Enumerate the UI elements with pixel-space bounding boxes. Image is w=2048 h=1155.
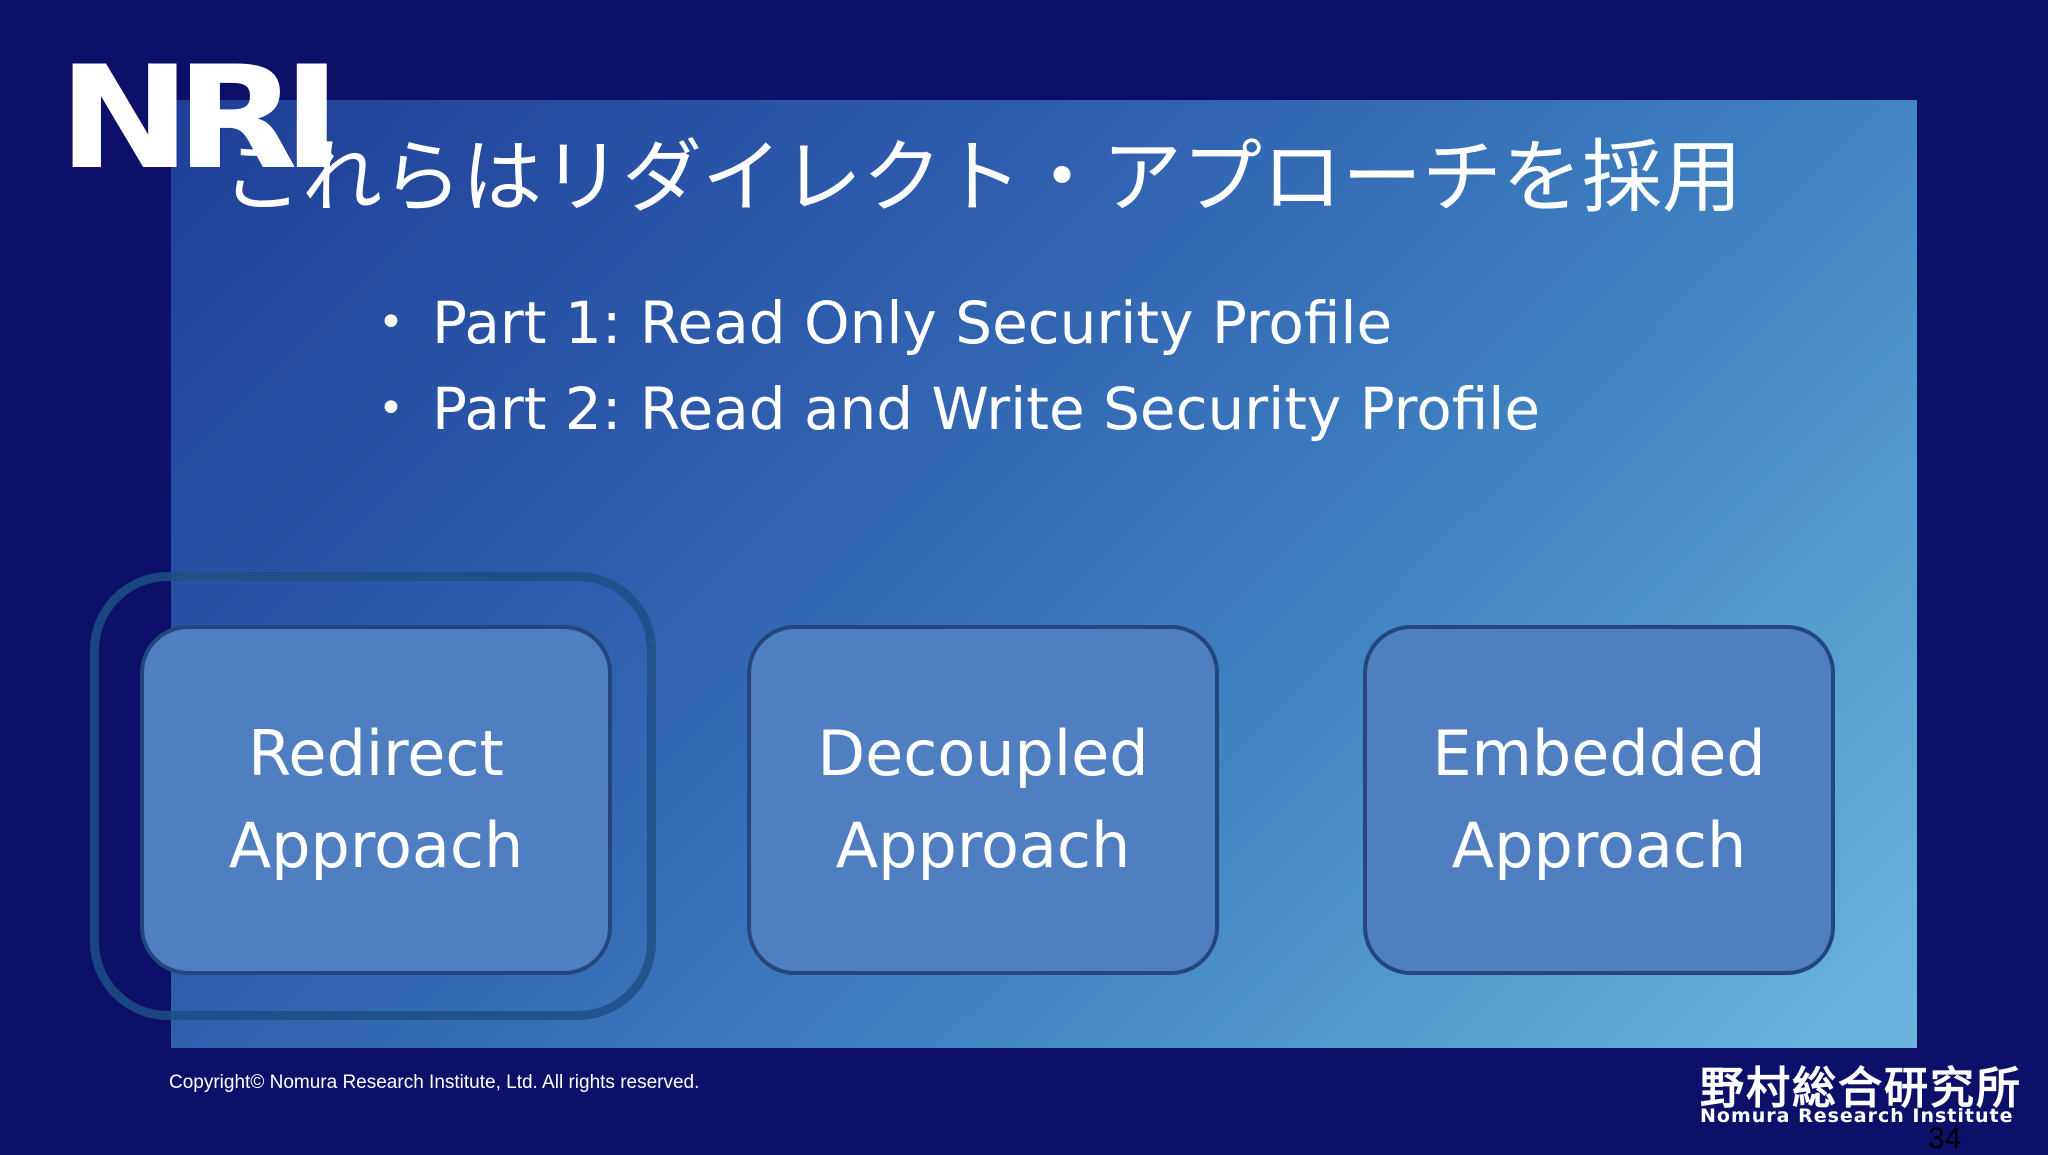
slide-title: これらはリダイレクト・アプローチを採用 (222, 131, 1742, 224)
bullet-dot-icon: • (378, 297, 404, 348)
bullet-dot-icon: • (378, 383, 404, 434)
page-number: 34 (1928, 1122, 1962, 1155)
redirect-approach-box: Redirect Approach (140, 625, 612, 975)
approach-label-line2: Approach (835, 809, 1131, 882)
nri-logo-english: Nomura Research Institute (1700, 1105, 2014, 1127)
approach-label-line1: Redirect (248, 717, 504, 790)
nri-logo-japanese: 野村総合研究所 (1700, 1063, 2022, 1114)
decoupled-approach-box: Decoupled Approach (747, 625, 1219, 975)
nri-logo: NRI (58, 36, 341, 201)
bullet-text: Part 1: Read Only Security Profile (432, 289, 1393, 357)
approach-label-line1: Embedded (1432, 717, 1766, 790)
bullet-item-part1: • Part 1: Read Only Security Profile (370, 280, 1540, 366)
bullet-item-part2: • Part 2: Read and Write Security Profil… (370, 366, 1540, 452)
copyright-notice: Copyright© Nomura Research Institute, Lt… (169, 1072, 700, 1093)
approach-label-line2: Approach (228, 809, 524, 882)
embedded-approach-box: Embedded Approach (1363, 625, 1835, 975)
redirect-highlight-ring (90, 572, 656, 1020)
approach-label-line2: Approach (1451, 809, 1747, 882)
approach-label-line1: Decoupled (817, 717, 1149, 790)
bullet-list: • Part 1: Read Only Security Profile • P… (370, 280, 1540, 452)
bullet-text: Part 2: Read and Write Security Profile (432, 375, 1541, 443)
